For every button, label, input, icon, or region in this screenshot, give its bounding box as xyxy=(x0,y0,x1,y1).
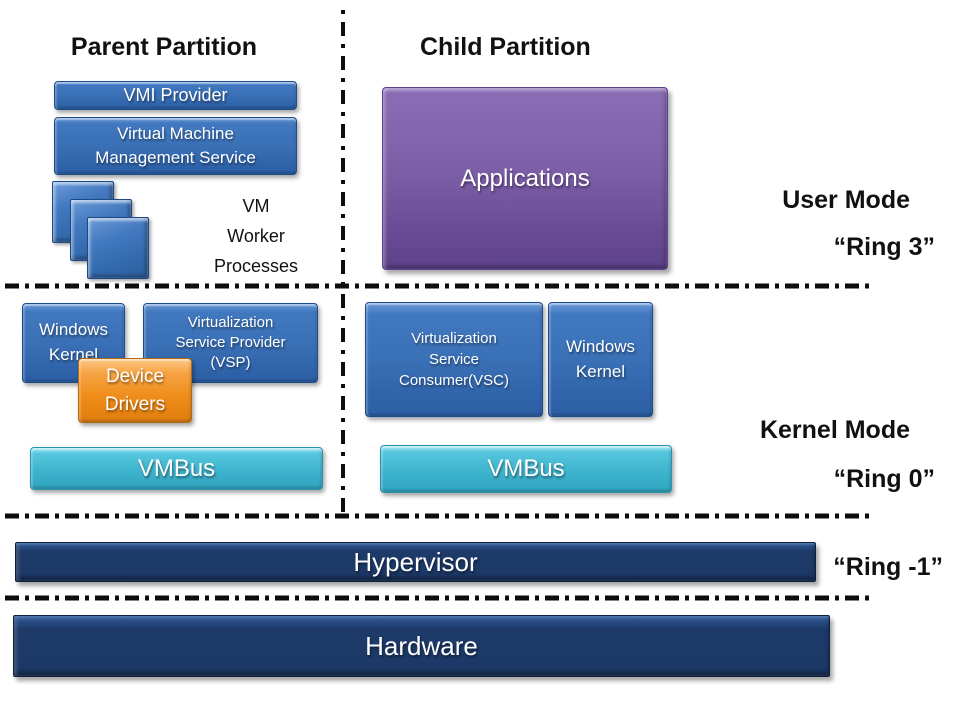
device-drivers-box: Device Drivers xyxy=(78,358,192,423)
child-partition-heading: Child Partition xyxy=(420,33,591,61)
vm-worker-processes-label: VM Worker Processes xyxy=(213,196,299,276)
vm-worker-process-square-front xyxy=(87,217,149,279)
hardware-bar: Hardware xyxy=(13,615,830,677)
kernel-mode-label: Kernel Mode xyxy=(759,416,910,444)
applications-box: Applications xyxy=(382,87,668,270)
ring-3-label: “Ring 3” xyxy=(833,233,935,261)
hypervisor-bar: Hypervisor xyxy=(15,542,816,582)
windows-kernel-parent-box: Windows Kernel xyxy=(22,303,125,383)
ring-0-label: “Ring 0” xyxy=(833,465,935,493)
vmbus-parent-box: VMBus xyxy=(30,447,323,490)
user-mode-label: User Mode xyxy=(782,186,910,214)
vmbus-child-box: VMBus xyxy=(380,445,672,493)
vsc-box: Virtualization Service Consumer(VSC) xyxy=(365,302,543,417)
parent-partition-heading: Parent Partition xyxy=(70,33,258,61)
vm-management-service-box: Virtual Machine Management Service xyxy=(54,117,297,175)
ring-minus-1-label: “Ring -1” xyxy=(833,553,943,581)
windows-kernel-child-box: Windows Kernel xyxy=(548,302,653,417)
vmi-provider-box: VMI Provider xyxy=(54,81,297,110)
